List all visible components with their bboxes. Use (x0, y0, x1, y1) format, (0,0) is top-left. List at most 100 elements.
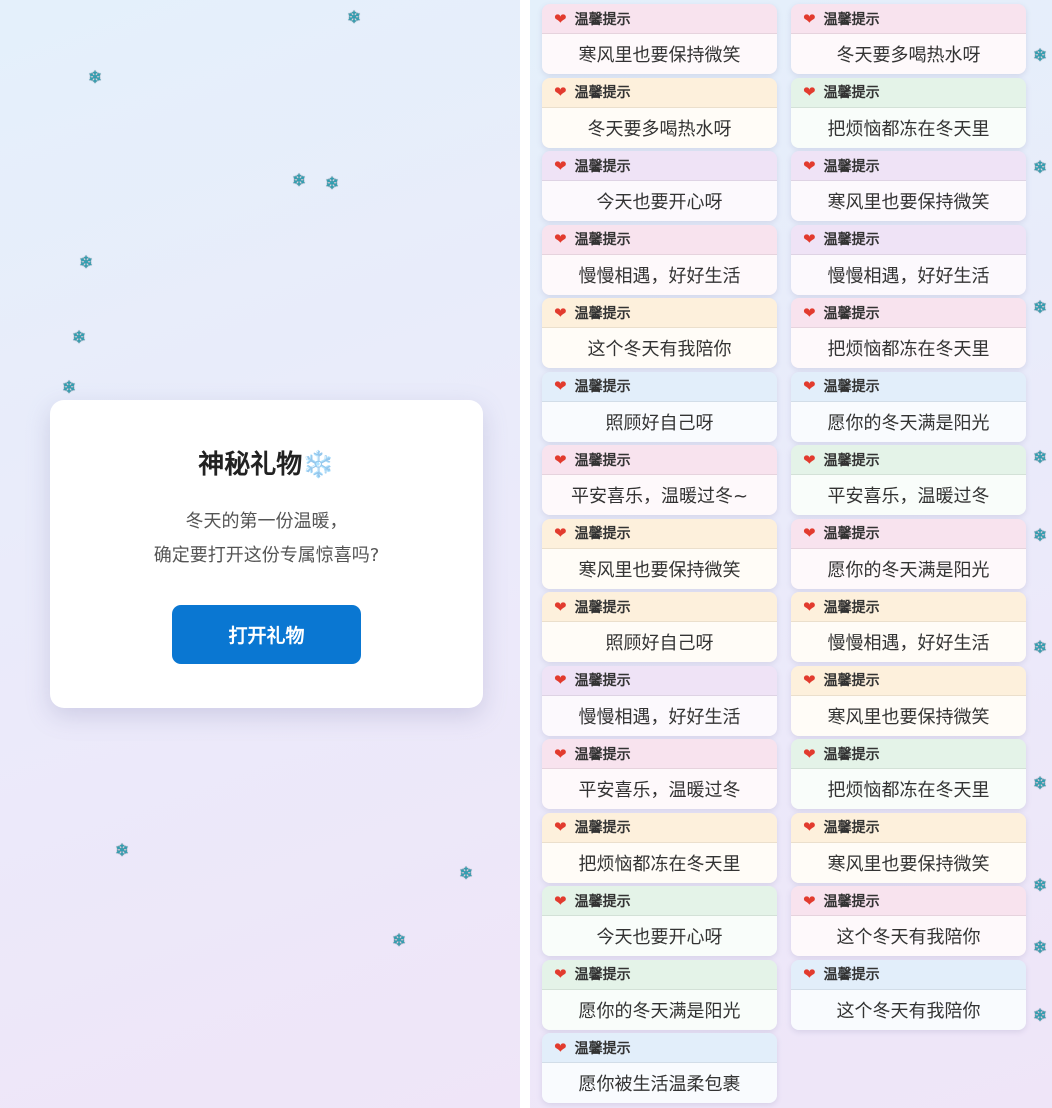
notification-card[interactable]: ❤温馨提示寒风里也要保持微笑 (791, 665, 1026, 736)
notification-card[interactable]: ❤温馨提示把烦恼都冻在冬天里 (542, 812, 777, 883)
card-title: 温馨提示 (574, 452, 631, 469)
notification-card[interactable]: ❤温馨提示寒风里也要保持微笑 (791, 812, 1026, 883)
card-message: 今天也要开心呀 (542, 181, 777, 221)
notification-card[interactable]: ❤温馨提示寒风里也要保持微笑 (542, 4, 777, 74)
notification-card[interactable]: ❤温馨提示慢慢相遇，好好生活 (791, 224, 1026, 295)
card-title: 温馨提示 (574, 673, 631, 689)
heart-icon: ❤ (554, 303, 567, 322)
notification-card[interactable]: ❤温馨提示愿你的冬天满是阳光 (791, 518, 1026, 589)
heart-icon: ❤ (803, 230, 816, 248)
card-message: 这个冬天有我陪你 (542, 328, 777, 368)
left-screen: 神秘礼物❄️ 冬天的第一份温暖，确定要打开这份专属惊喜吗? 打开礼物 ❄❄❄❄❄… (0, 0, 520, 1108)
card-title: 温馨提示 (574, 232, 631, 248)
heart-icon: ❤ (554, 230, 567, 248)
card-title: 温馨提示 (823, 11, 880, 28)
card-message: 寒风里也要保持微笑 (791, 842, 1026, 883)
card-message: 把烦恼都冻在冬天里 (791, 328, 1026, 368)
notification-card[interactable]: ❤温馨提示平安喜乐，温暖过冬 (791, 445, 1026, 515)
card-message: 冬天要多喝热水呀 (542, 107, 777, 148)
notification-card[interactable]: ❤温馨提示平安喜乐，温暖过冬 (542, 739, 777, 809)
heart-icon: ❤ (803, 671, 816, 689)
notification-card[interactable]: ❤温馨提示慢慢相遇，好好生活 (542, 224, 777, 295)
snowflake-icon: ❄ (1033, 526, 1048, 546)
snowflake-icon: ❄ (1033, 1006, 1048, 1026)
card-message: 寒风里也要保持微笑 (791, 695, 1026, 736)
card-message: 慢慢相遇，好好生活 (791, 254, 1026, 295)
heart-icon: ❤ (554, 818, 567, 836)
snowflake-icon: ❄ (115, 841, 130, 861)
notification-card[interactable]: ❤温馨提示冬天要多喝热水呀 (791, 4, 1026, 74)
notification-card[interactable]: ❤温馨提示愿你的冬天满是阳光 (542, 959, 777, 1030)
heart-icon: ❤ (803, 744, 816, 763)
card-title: 温馨提示 (823, 967, 880, 983)
dialog-title: 神秘礼物❄️ (50, 444, 483, 481)
card-title: 温馨提示 (823, 85, 880, 101)
snowflake-icon: ❄ (347, 8, 362, 28)
card-header: ❤ 温馨提示 (542, 960, 777, 990)
card-title: 温馨提示 (574, 305, 631, 322)
heart-icon: ❤ (554, 83, 567, 101)
notification-card[interactable]: ❤ 温馨提示照顾好自己呀 (542, 371, 777, 442)
notification-card[interactable]: ❤ 温馨提示这个冬天有我陪你 (542, 298, 777, 368)
heart-icon: ❤ (554, 450, 567, 469)
heart-icon: ❤ (554, 1038, 567, 1057)
snowflake-icon: ❄ (88, 68, 103, 88)
heart-icon: ❤ (803, 450, 816, 469)
notification-card[interactable]: ❤温馨提示慢慢相遇，好好生活 (542, 665, 777, 736)
dialog-title-text: 神秘礼物 (198, 450, 303, 480)
snowflake-icon: ❄ (79, 253, 94, 273)
open-gift-button[interactable]: 打开礼物 (172, 605, 361, 664)
card-title: 温馨提示 (574, 893, 631, 910)
notification-card[interactable]: ❤温馨提示这个冬天有我陪你 (791, 959, 1026, 1030)
card-title: 温馨提示 (574, 820, 631, 836)
card-message: 冬天要多喝热水呀 (791, 34, 1026, 74)
card-title: 温馨提示 (823, 526, 880, 542)
card-title: 温馨提示 (823, 599, 880, 616)
card-message: 寒风里也要保持微笑 (791, 181, 1026, 221)
notification-card[interactable]: ❤ 温馨提示把烦恼都冻在冬天里 (791, 298, 1026, 368)
notification-card[interactable]: ❤温馨提示把烦恼都冻在冬天里 (791, 739, 1026, 809)
heart-icon: ❤ (803, 891, 816, 910)
snowflake-icon: ❄ (392, 931, 407, 951)
card-message: 慢慢相遇，好好生活 (791, 622, 1026, 662)
heart-icon: ❤ (803, 156, 816, 175)
card-title: 温馨提示 (574, 967, 631, 983)
snowflake-icon: ❄ (1033, 638, 1048, 658)
card-message: 寒风里也要保持微笑 (542, 548, 777, 589)
card-title: 温馨提示 (574, 599, 631, 616)
heart-icon: ❤ (803, 303, 816, 322)
notification-card[interactable]: ❤温馨提示这个冬天有我陪你 (791, 886, 1026, 956)
notification-card[interactable]: ❤温馨提示今天也要开心呀 (542, 151, 777, 221)
notification-card[interactable]: ❤温馨提示照顾好自己呀 (542, 592, 777, 662)
notification-card[interactable]: ❤温馨提示愿你被生活温柔包裹 (542, 1033, 777, 1103)
card-message: 把烦恼都冻在冬天里 (791, 769, 1026, 809)
card-header: ❤ 温馨提示 (542, 1033, 777, 1063)
notification-card[interactable]: ❤温馨提示寒风里也要保持微笑 (791, 151, 1026, 221)
heart-icon: ❤ (803, 83, 816, 101)
heart-icon: ❤ (554, 671, 567, 689)
card-title: 温馨提示 (823, 305, 880, 322)
card-title: 温馨提示 (823, 452, 880, 469)
heart-icon: ❤ (554, 377, 567, 395)
heart-icon: ❤ (554, 965, 567, 983)
notification-card[interactable]: ❤温馨提示今天也要开心呀 (542, 886, 777, 956)
notification-card[interactable]: ❤ 温馨提示慢慢相遇，好好生活 (791, 592, 1026, 662)
card-title: 温馨提示 (574, 379, 631, 395)
card-title: 温馨提示 (574, 746, 631, 763)
snowflake-icon: ❄ (292, 171, 307, 191)
notification-card[interactable]: ❤ 温馨提示把烦恼都冻在冬天里 (791, 77, 1026, 148)
snowflake-icon: ❄️ (302, 450, 335, 480)
card-message: 照顾好自己呀 (542, 401, 777, 442)
card-title: 温馨提示 (574, 1040, 631, 1057)
snowflake-icon: ❄ (1033, 46, 1048, 66)
notification-card[interactable]: ❤温馨提示寒风里也要保持微笑 (542, 518, 777, 589)
card-message: 把烦恼都冻在冬天里 (791, 107, 1026, 148)
notification-card[interactable]: ❤温馨提示愿你的冬天满是阳光 (791, 371, 1026, 442)
card-header: ❤ 温馨提示 (542, 666, 777, 696)
notification-card[interactable]: ❤温馨提示平安喜乐，温暖过冬~ (542, 445, 777, 515)
heart-icon: ❤ (554, 891, 567, 910)
notification-card[interactable]: ❤ 温馨提示冬天要多喝热水呀 (542, 77, 777, 148)
snowflake-icon: ❄ (1033, 448, 1048, 468)
heart-icon: ❤ (803, 597, 816, 616)
card-title: 温馨提示 (574, 85, 631, 101)
